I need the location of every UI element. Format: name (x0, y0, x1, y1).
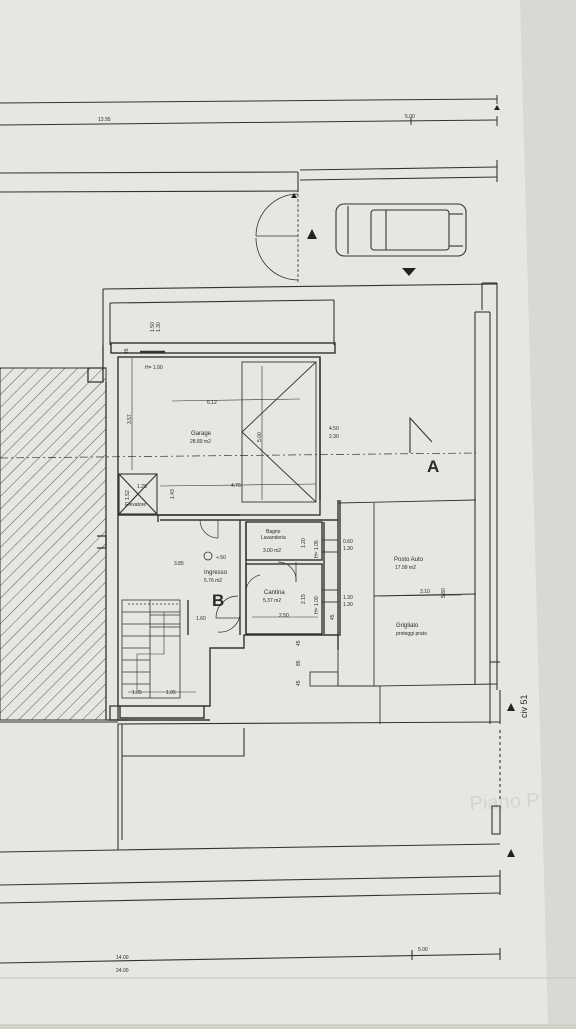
room-grigliato-2: proteggi prato (396, 631, 427, 637)
dim-450: 4.50 (329, 426, 339, 432)
dim-150: 1.50 (150, 322, 156, 332)
room-garage-name: Garage (191, 431, 212, 437)
dim-310: 3.10 (420, 589, 430, 595)
dim-45d: 45 (296, 680, 302, 686)
faded-title: Piano P (469, 789, 540, 815)
dim-85: 85 (296, 660, 302, 666)
room-bagno-sub: Lavanderia (261, 535, 286, 541)
window-bagno (321, 539, 339, 553)
room-elevator: Elevatore (125, 502, 146, 508)
dim-160: 1.60 (196, 616, 206, 622)
stairs (121, 599, 181, 699)
boundary-wall (0, 160, 498, 193)
dim-060: 0.60 (343, 539, 353, 545)
dim-top-left: 13.95 (98, 117, 111, 123)
dim-357: 3.57 (127, 414, 133, 424)
dim-050: +.50 (216, 555, 226, 561)
gate (255, 193, 299, 282)
section-arrow-1 (507, 703, 515, 711)
dim-bottom-left: 14.00 (116, 955, 129, 961)
doors (199, 519, 297, 633)
room-grigliato-1: Grigliato (396, 623, 419, 629)
north-arrow (307, 229, 317, 239)
dim-105: 1.05 (132, 690, 142, 696)
dim-top-right: 5.00 (405, 114, 415, 120)
dim-500: 5.00 (257, 432, 263, 442)
dim-250: 2.50 (279, 613, 289, 619)
garage-door-panel (241, 361, 317, 503)
dim-128: 1.28 (137, 484, 147, 490)
dim-120: 1.20 (301, 538, 307, 548)
room-posto-name: Posto Auto (394, 557, 424, 563)
dim-143: 1.43 (170, 489, 176, 499)
zone-b-label: B (212, 591, 224, 610)
bottom-boundary (0, 870, 501, 964)
window-cantina (321, 589, 339, 603)
paper-shadow (520, 0, 576, 1024)
room-bagno-name: Bagno (266, 529, 281, 535)
dim-215: 2.15 (301, 594, 307, 604)
axis-line (0, 452, 477, 459)
dim-bottom-cut: 24.00 (116, 968, 129, 974)
dim-45c: 45 (296, 640, 302, 646)
room-ingresso-name: Ingresso (204, 570, 228, 576)
civic-number: civ 51 (519, 694, 529, 718)
dim-130: 1.30 (156, 322, 162, 332)
dim-45b: 45 (330, 614, 336, 620)
dim-152: 1.52 (125, 490, 131, 500)
room-posto-area: 17.99 m2 (395, 565, 416, 571)
car (335, 203, 467, 257)
dim-130c: 1.30 (343, 595, 353, 601)
dim-476: 4.76 (231, 483, 241, 489)
dim-45: 45 (124, 348, 130, 354)
dim-230: 2.30 (329, 434, 339, 440)
elevator-shaft (118, 473, 158, 515)
building-shell (87, 345, 130, 721)
zone-a-label: A (427, 457, 439, 476)
entry-arrow (402, 268, 416, 276)
top-dimension-lines (0, 95, 498, 126)
dim-h100b: H= 1.00 (314, 596, 320, 614)
dim-105b: 1.05 (166, 690, 176, 696)
section-arrow-2 (507, 849, 515, 857)
dim-130d: 1.30 (343, 602, 353, 608)
dim-580: 5.80 (441, 588, 447, 598)
dim-130b: 1.30 (343, 546, 353, 552)
dim-612: 6.12 (207, 400, 217, 406)
section-arrow-4 (291, 193, 297, 198)
level-marker (203, 551, 213, 561)
lower-section (0, 690, 501, 853)
dim-h105: H= 1.05 (314, 540, 320, 558)
dim-385: 3.85 (174, 561, 184, 567)
room-cantina-name: Cantina (264, 590, 285, 596)
dimension-ticks (128, 358, 463, 693)
room-cantina-area: 5.37 m2 (263, 598, 281, 604)
adjacent-building-hatched (0, 367, 107, 721)
room-bagno-area: 3.00 m2 (263, 548, 281, 554)
dim-h100: H= 1.00 (145, 365, 163, 371)
zone-a-leader (409, 416, 433, 453)
dim-bottom-right: 5.00 (418, 947, 428, 953)
room-ingresso-area: 5.76 m2 (204, 578, 222, 584)
site-outline (102, 282, 500, 690)
section-arrow-3 (494, 105, 500, 110)
room-garage-area: 28.89 m2 (190, 439, 211, 445)
